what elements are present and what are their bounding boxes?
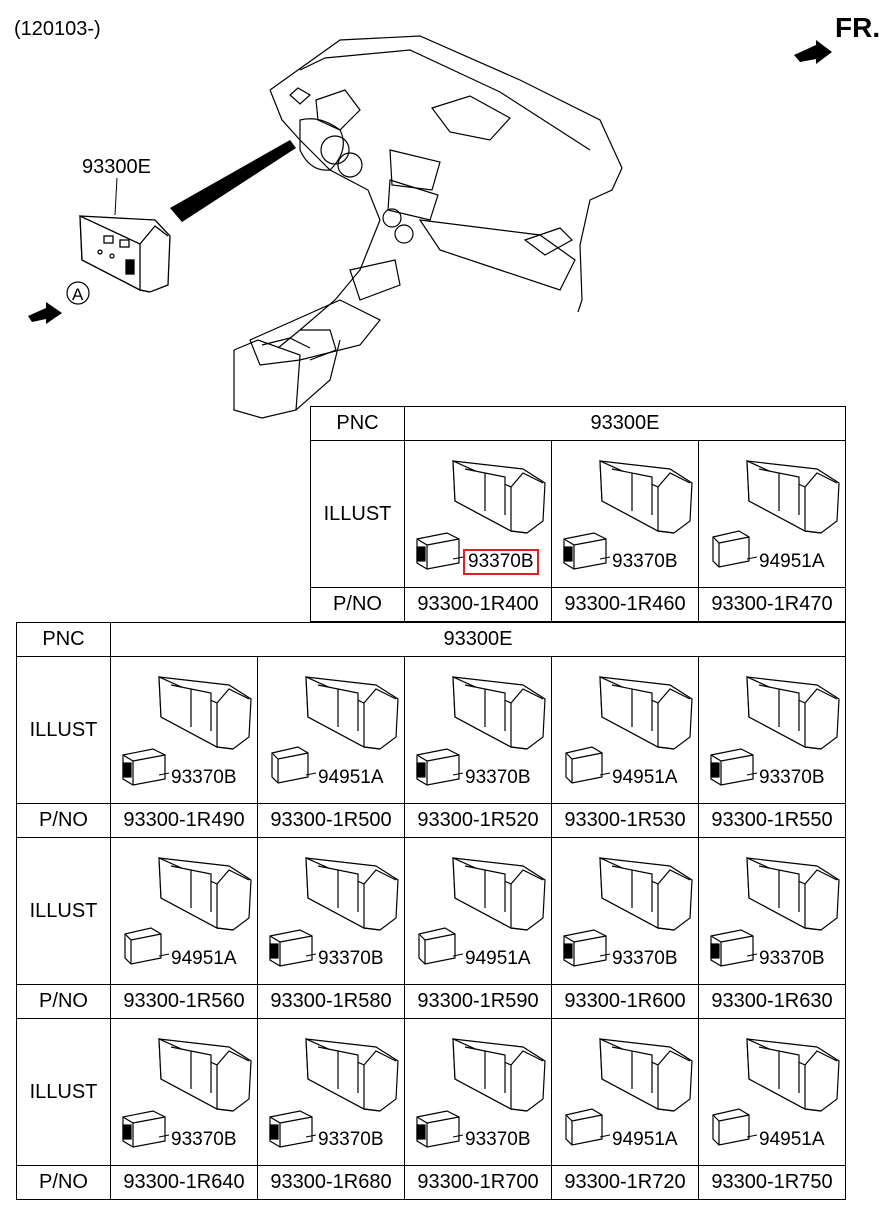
illust-label: ILLUST [310, 440, 405, 588]
switch-part-drawing [416, 676, 546, 786]
illust-label: ILLUST [16, 837, 111, 985]
illust-cell: 93370B [551, 837, 699, 985]
parts-table-main: PNC 93300E ILLUST 93370B 94951A [16, 622, 846, 1200]
switch-part-drawing [269, 857, 399, 967]
switch-part-drawing [710, 676, 840, 786]
date-code: (120103-) [14, 18, 101, 40]
sub-part-code: 93370B [463, 549, 539, 575]
illust-cell: 93370B [404, 1018, 552, 1166]
illust-cell: 94951A [404, 837, 552, 985]
switch-part-drawing [563, 857, 693, 967]
view-a-text: A [72, 285, 84, 304]
illust-cell: 94951A [698, 440, 846, 588]
part-number: 93300-1R580 [257, 984, 405, 1019]
view-arrow-icon [28, 302, 62, 324]
illust-cell: 93370B [698, 656, 846, 804]
sub-part-code: 93370B [318, 948, 384, 969]
pno-label: P/NO [310, 587, 405, 622]
pointer-wedge [170, 140, 296, 222]
sub-part-code: 94951A [759, 1129, 825, 1150]
sub-part-code: 94951A [759, 551, 825, 572]
sub-part-code: 93370B [318, 1129, 384, 1150]
sub-part-code: 94951A [318, 767, 384, 788]
sub-part-code: 93370B [612, 948, 678, 969]
part-number: 93300-1R590 [404, 984, 552, 1019]
part-number: 93300-1R560 [110, 984, 258, 1019]
pno-label: P/NO [16, 984, 111, 1019]
parts-table-top: PNC 93300E ILLUST 93370B 9 [310, 406, 846, 622]
illust-cell: 93370B [257, 1018, 405, 1166]
part-number: 93300-1R500 [257, 803, 405, 838]
view-a-circle [66, 281, 90, 305]
part-number: 93300-1R680 [257, 1165, 405, 1200]
main-part-label: 93300E [82, 156, 151, 178]
switch-part-drawing [712, 1038, 840, 1146]
switch-part-drawing [416, 460, 546, 570]
part-number: 93300-1R520 [404, 803, 552, 838]
part-number: 93300-1R720 [551, 1165, 699, 1200]
sub-part-code: 93370B [171, 1129, 237, 1150]
part-number: 93300-1R470 [698, 587, 846, 622]
part-number: 93300-1R750 [698, 1165, 846, 1200]
sub-part-code: 93370B [171, 767, 237, 788]
sub-part-code: 93370B [612, 551, 678, 572]
illust-cell: 93370B [551, 440, 699, 588]
illust-cell: 93370B [404, 440, 552, 588]
illust-cell: 94951A [110, 837, 258, 985]
part-number: 93300-1R600 [551, 984, 699, 1019]
switch-part-drawing [565, 1038, 693, 1146]
front-label: FR. [835, 12, 881, 43]
illust-cell: 93370B [110, 1018, 258, 1166]
sub-part-code: 94951A [465, 948, 531, 969]
sub-part-code: 94951A [171, 948, 237, 969]
sub-part-code: 94951A [612, 1129, 678, 1150]
switch-part-drawing [710, 857, 840, 967]
illust-cell: 93370B [698, 837, 846, 985]
switch-part-drawing [122, 1038, 252, 1148]
switch-part-drawing [269, 1038, 399, 1148]
switch-part-drawing [416, 1038, 546, 1148]
part-number: 93300-1R700 [404, 1165, 552, 1200]
switch-part-drawing [418, 857, 546, 965]
part-number: 93300-1R490 [110, 803, 258, 838]
illust-cell: 93370B [110, 656, 258, 804]
switch-module [79, 214, 171, 293]
illust-cell: 94951A [551, 1018, 699, 1166]
part-number: 93300-1R630 [698, 984, 846, 1019]
switch-part-drawing [124, 857, 252, 965]
switch-part-drawing [565, 676, 693, 784]
front-arrow-icon [794, 40, 832, 64]
switch-part-drawing [563, 460, 693, 570]
illust-cell: 94951A [551, 656, 699, 804]
pnc-value: 93300E [110, 622, 846, 657]
switch-part-drawing [712, 460, 840, 568]
part-number: 93300-1R640 [110, 1165, 258, 1200]
illust-cell: 94951A [698, 1018, 846, 1166]
switch-part-drawing [122, 676, 252, 786]
sub-part-code: 93370B [465, 1129, 531, 1150]
illust-cell: 94951A [257, 656, 405, 804]
illust-label: ILLUST [16, 656, 111, 804]
sub-part-code: 93370B [759, 767, 825, 788]
part-number: 93300-1R530 [551, 803, 699, 838]
sub-part-code: 94951A [612, 767, 678, 788]
pnc-label: PNC [16, 622, 111, 657]
illust-label: ILLUST [16, 1018, 111, 1166]
illust-cell: 93370B [404, 656, 552, 804]
sub-part-code: 93370B [759, 948, 825, 969]
sub-part-code: 93370B [465, 767, 531, 788]
part-number: 93300-1R400 [404, 587, 552, 622]
dashboard-outline [233, 35, 623, 419]
dashboard-illustration: A [28, 35, 832, 419]
pnc-value: 93300E [404, 406, 846, 441]
switch-part-drawing [271, 676, 399, 784]
pno-label: P/NO [16, 803, 111, 838]
illust-cell: 93370B [257, 837, 405, 985]
pnc-label: PNC [310, 406, 405, 441]
part-number: 93300-1R550 [698, 803, 846, 838]
part-number: 93300-1R460 [551, 587, 699, 622]
pno-label: P/NO [16, 1165, 111, 1200]
